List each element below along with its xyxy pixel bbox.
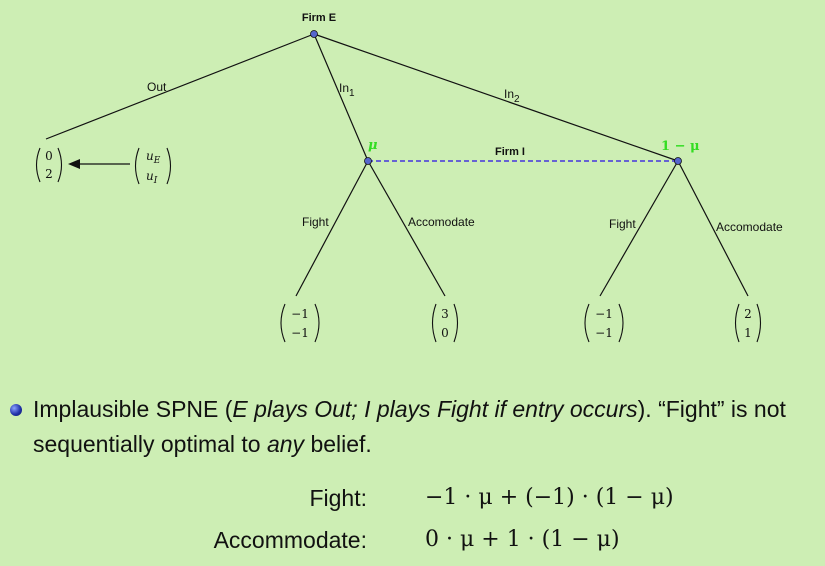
edge-fight-left xyxy=(295,160,369,297)
branch-label-accommodate-right: Accomodate xyxy=(716,220,783,234)
svg-text:0: 0 xyxy=(45,149,53,163)
bullet-icon xyxy=(10,404,22,416)
svg-text:2: 2 xyxy=(744,307,752,321)
edge-in2 xyxy=(313,33,679,162)
branch-label-in1: In1 xyxy=(339,81,355,99)
bullet-text-part: ). “Fight” is not sequentially optimal t… xyxy=(33,396,786,457)
branch-label-in2: In2 xyxy=(504,87,520,105)
branch-label-accommodate-left: Accomodate xyxy=(408,215,475,229)
bullet-point: Implausible SPNE (E plays Out; I plays F… xyxy=(10,392,815,462)
svg-text:0: 0 xyxy=(441,326,449,340)
equation-label: Fight: xyxy=(309,485,367,511)
svg-text:−1: −1 xyxy=(291,307,309,321)
equation-label: Accommodate: xyxy=(213,527,367,553)
root-label: Firm E xyxy=(302,12,336,24)
bullet-text-emphasis: any xyxy=(266,431,305,457)
bullet-text-emphasis: E plays Out; I plays Fight if entry occu… xyxy=(232,396,638,422)
payoff-in1-fight: −1 −1 xyxy=(280,303,320,343)
edge-out xyxy=(45,33,315,140)
branch-label-fight-left: Fight xyxy=(302,215,329,229)
payoff-legend: uE uI xyxy=(134,147,172,186)
equation-accommodate: Accommodate: 0 · μ + 1 · (1 − μ) xyxy=(0,525,825,555)
edge-accommodate-left xyxy=(367,160,446,297)
edge-accommodate-right xyxy=(677,160,749,297)
root-node xyxy=(310,30,318,38)
game-tree: Firm E Firm I μ 1 − μ Out In1 In2 Fight … xyxy=(35,12,783,343)
edge-in1 xyxy=(313,33,369,162)
svg-text:uE: uE xyxy=(146,149,161,166)
equation-expression: −1 · μ + (−1) · (1 − μ) xyxy=(425,485,674,510)
bullet-text: Implausible SPNE (E plays Out; I plays F… xyxy=(33,392,815,462)
belief-right: 1 − μ xyxy=(661,139,700,154)
equation-expression: 0 · μ + 1 · (1 − μ) xyxy=(425,527,620,552)
payoff-in2-fight: −1 −1 xyxy=(584,303,624,343)
branch-label-fight-right: Fight xyxy=(609,217,636,231)
edge-fight-right xyxy=(599,160,679,297)
svg-text:1: 1 xyxy=(744,326,752,340)
equation-fight: Fight: −1 · μ + (−1) · (1 − μ) xyxy=(0,483,825,513)
payoff-in1-accommodate: 3 0 xyxy=(431,303,459,343)
svg-text:uI: uI xyxy=(146,169,158,186)
svg-text:−1: −1 xyxy=(291,326,309,340)
bullet-text-part: Implausible SPNE ( xyxy=(33,396,233,422)
branch-label-out: Out xyxy=(147,80,167,94)
bullet-text-part: belief. xyxy=(304,431,372,457)
svg-text:−1: −1 xyxy=(595,326,613,340)
belief-left: μ xyxy=(368,138,378,153)
payoff-out: 0 2 xyxy=(35,147,63,183)
payoff-in2-accommodate: 2 1 xyxy=(734,303,762,343)
node-in2 xyxy=(674,157,682,165)
node-in1 xyxy=(364,157,372,165)
svg-text:3: 3 xyxy=(441,307,449,321)
svg-text:2: 2 xyxy=(45,167,53,181)
svg-text:−1: −1 xyxy=(595,307,613,321)
info-set-label: Firm I xyxy=(495,146,525,158)
payoff-arrow xyxy=(68,159,130,169)
